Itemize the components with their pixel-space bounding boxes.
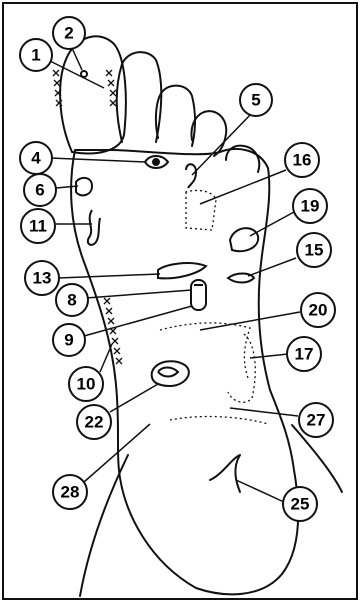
leader-15 <box>248 258 296 276</box>
label-6: 6 <box>35 181 44 200</box>
zone-16-dotted <box>186 190 216 230</box>
label-13: 13 <box>33 269 52 288</box>
leader-27 <box>230 408 298 416</box>
label-2: 2 <box>64 24 73 43</box>
cross-hatch-marks <box>53 70 122 364</box>
label-17: 17 <box>295 345 314 364</box>
label-10: 10 <box>77 375 96 394</box>
leader-13 <box>58 274 160 278</box>
number-circles: 1 2 4 5 6 8 9 <box>20 17 335 521</box>
label-1: 1 <box>31 46 40 65</box>
leader-5 <box>192 113 252 175</box>
zone-6-shape <box>76 178 92 195</box>
label-11: 11 <box>29 217 47 236</box>
leader-25 <box>236 480 284 502</box>
leg-line-left <box>80 455 128 596</box>
leader-8 <box>86 290 192 298</box>
zone-2-dot <box>81 71 87 77</box>
zone-4-pupil <box>153 159 159 165</box>
label-22: 22 <box>85 413 104 432</box>
label-9: 9 <box>64 331 73 350</box>
zone-17-dotted <box>228 334 255 402</box>
label-28: 28 <box>61 483 80 502</box>
label-8: 8 <box>67 291 76 310</box>
heel-crease <box>210 455 240 492</box>
leader-2 <box>72 48 82 70</box>
zone-5-ear <box>186 164 196 188</box>
label-16: 16 <box>293 151 312 170</box>
zone-13-shape <box>158 263 206 278</box>
leader-6 <box>56 186 78 188</box>
leader-17 <box>250 354 288 358</box>
zone-22-spiral <box>152 361 189 386</box>
label-25: 25 <box>291 495 310 514</box>
leader-4 <box>50 158 146 162</box>
label-15: 15 <box>305 241 324 260</box>
label-4: 4 <box>31 149 41 168</box>
fourth-toe-outline <box>192 111 227 156</box>
zone-19-shape <box>230 228 258 251</box>
label-20: 20 <box>309 301 328 320</box>
label-5: 5 <box>251 91 260 110</box>
label-19: 19 <box>301 197 320 216</box>
zone-11-shape <box>88 210 100 245</box>
leader-16 <box>200 170 286 204</box>
foot-sole-outline <box>71 149 298 594</box>
label-27: 27 <box>307 411 326 430</box>
leader-19 <box>250 212 294 236</box>
zone-28-dotted <box>170 417 268 424</box>
leader-20 <box>200 312 300 330</box>
leader-10 <box>100 344 112 372</box>
